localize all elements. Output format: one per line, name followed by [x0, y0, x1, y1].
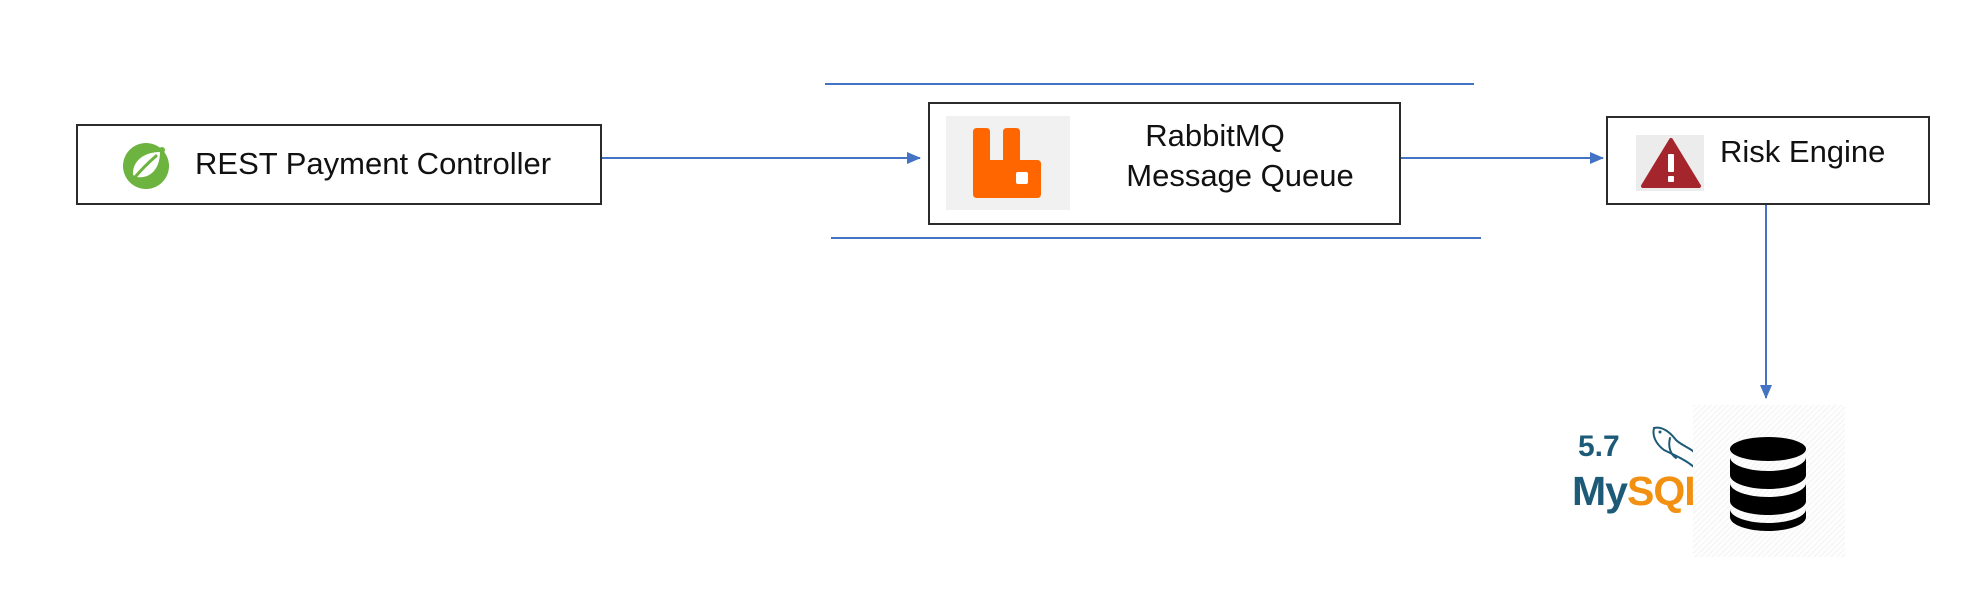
- risk-engine-label: Risk Engine: [1720, 134, 1886, 169]
- spring-leaf-icon: [123, 143, 169, 189]
- mysql-my-text: My: [1572, 468, 1628, 514]
- warning-icon: [1641, 138, 1701, 188]
- database-icon: [1730, 437, 1806, 531]
- risk-engine-node[interactable]: Risk Engine: [1606, 116, 1930, 205]
- mysql-version-label: 5.7: [1578, 430, 1620, 463]
- message-queue-label: Message Queue: [1126, 158, 1354, 193]
- rabbitmq-label: RabbitMQ: [1145, 118, 1285, 153]
- rest-payment-controller-node[interactable]: REST Payment Controller: [76, 124, 602, 205]
- rabbitmq-message-queue-label: RabbitMQ Message Queue: [1090, 116, 1390, 196]
- mysql-database-node[interactable]: [1693, 405, 1845, 557]
- rest-payment-controller-label: REST Payment Controller: [195, 146, 552, 181]
- rabbitmq-icon: [973, 128, 1041, 198]
- rabbitmq-message-queue-node[interactable]: RabbitMQ Message Queue: [928, 102, 1401, 225]
